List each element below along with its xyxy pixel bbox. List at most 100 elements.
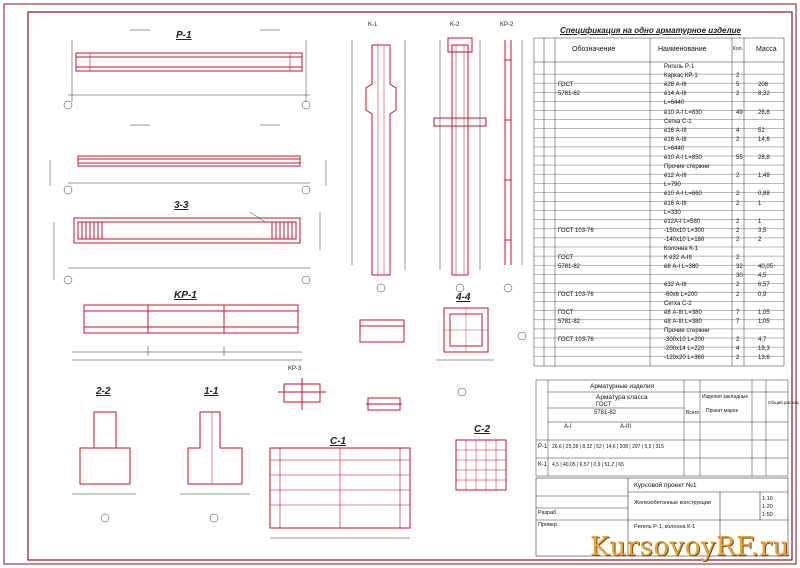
armature-a3: А-III (620, 424, 632, 430)
spec-row-oboz: ГОСТ 103-76 (558, 227, 594, 234)
armature-row-vals-1: 26,6 | 25,28 | 8,32 | 52 | 14,6 | 208 | … (552, 444, 664, 450)
spec-row-massa: 4,5 (758, 273, 767, 280)
armature-klass: Арматура класса (596, 394, 648, 401)
spec-row-oboz: 5781-82 (558, 318, 581, 325)
spec-row-naim: Сетка С-1 (664, 118, 692, 125)
spec-row-oboz: ГОСТ 103-76 (558, 291, 594, 298)
spec-row-massa: 1,05 (758, 318, 770, 325)
title-role-2: Провер. (538, 522, 559, 528)
spec-row-kol: 49 (736, 109, 743, 116)
spec-row-naim: -120х20 L=360 (664, 355, 705, 362)
spec-row-massa: 14,6 (758, 136, 770, 143)
spec-row-naim: Прочие стержни (664, 327, 710, 334)
spec-row-naim: Прочие стержни (664, 164, 710, 171)
spec-row-kol: 32 (736, 264, 743, 271)
spec-row-naim: L=6440 (664, 100, 685, 107)
spec-row-kol: 2 (736, 236, 740, 243)
view-title-1-1: 1-1 (204, 386, 219, 397)
spec-row-naim: ё10 А-I L=850 (664, 155, 702, 161)
spec-row-naim: L=6440 (664, 145, 685, 152)
beam-p1-view (75, 52, 303, 72)
armature-row-vals-2: 4,5 | 40,05 | 6,57 | 0,9 | 51,2 | 65 (552, 462, 624, 468)
armature-a1: А-I (564, 424, 572, 430)
spec-table-grid (533, 37, 785, 367)
armature-title: Арматурные изделия (590, 383, 655, 390)
spec-row-massa: 0,9 (758, 291, 767, 298)
title-scale-3: 1:50 (762, 512, 773, 518)
spec-row-kol: 2 (736, 227, 740, 234)
spec-header-naim: Наименование (658, 46, 707, 53)
spec-row-naim: -150х10 L=300 (664, 227, 705, 234)
watermark-logo: KursovoyRF.ru (590, 532, 790, 562)
column-k1-view (365, 44, 397, 276)
section-1-1-view (187, 411, 243, 485)
armature-rolled: Изделия закладные (702, 394, 749, 400)
spec-row-naim: Ригель Р-1 (664, 64, 695, 70)
armature-row-mark-2: К-1 (538, 462, 547, 468)
spec-row-massa: 2 (758, 236, 762, 243)
spec-row-kol: 4 (736, 127, 740, 134)
spec-row-naim: ё10 А-I L=830 (664, 109, 702, 116)
spec-row-kol: 2 (736, 282, 740, 289)
spec-row-kol: 2 (736, 73, 740, 80)
armature-gost-num: 5781-82 (594, 410, 617, 416)
spec-row-kol: 2 (736, 91, 740, 98)
spec-row-kol: 7 (736, 309, 740, 316)
spec-row-kol: 2 (736, 136, 740, 143)
view-title-3-3: 3-3 (174, 200, 189, 211)
spec-row-massa: 19,3 (758, 346, 770, 353)
column-k2-view (433, 37, 487, 276)
spec-header-massa: Масса (756, 46, 777, 53)
spec-row-naim: ё10 А-I L=660 (664, 191, 702, 198)
frame-kp1-view (83, 304, 299, 334)
title-note: Ригель Р-1, колонна К-1 (634, 524, 696, 530)
mesh-c1-view (269, 447, 411, 529)
spec-row-massa: 0,88 (758, 191, 770, 198)
spec-row-massa: 6,57 (758, 282, 770, 289)
spec-row-naim: L=790 (664, 182, 681, 189)
armature-rolled2: Прокат марок (706, 408, 738, 414)
armature-table-grid (535, 379, 789, 477)
view-title-c2: C-2 (474, 424, 491, 435)
spec-row-naim: Сетка С-2 (664, 300, 692, 307)
view-title-c1: C-1 (330, 436, 347, 447)
spec-row-kol: 2 (736, 173, 740, 180)
spec-row-naim: ё8 А-III L=380 (664, 309, 702, 316)
spec-row-kol: 4 (736, 346, 740, 353)
title-scale-1: 1:10 (762, 496, 773, 502)
spec-row-kol: 2 (736, 291, 740, 298)
spec-row-massa: 1 (758, 200, 762, 207)
spec-row-kol: 7 (736, 318, 740, 325)
spec-row-massa: 1,05 (758, 309, 770, 316)
armature-row-mark-1: Р-1 (538, 444, 548, 450)
spec-row-naim: ё16 А-III (664, 200, 687, 207)
spec-row-naim: ё28 А-III (664, 82, 687, 89)
spec-row-oboz: 5781-82 (558, 91, 581, 98)
spec-row-kol: 2 (736, 200, 740, 207)
spec-row-massa: 13,6 (758, 355, 770, 362)
spec-row-kol: 2 (736, 355, 740, 362)
spec-row-naim: Каркас КР-1 (664, 73, 698, 80)
title-subject: Железобетонные конструкции (634, 500, 711, 506)
spec-header-kol: Кол. (733, 46, 743, 52)
spec-row-massa: 208 (758, 82, 769, 89)
spec-row-massa: 3,5 (758, 227, 767, 234)
spec-row-naim: ё16 А-III (664, 136, 687, 143)
spec-row-naim: Колонна К-1 (664, 246, 699, 252)
view-title-kr2: KP-2 (500, 22, 514, 28)
spec-row-kol: 2 (736, 218, 740, 225)
spec-row-naim: К ё32 А-III (664, 255, 692, 262)
spec-row-naim: -300х10 L=200 (664, 337, 705, 343)
spec-row-naim: ё8 А-III L=380 (664, 318, 702, 325)
title-scale-2: 1:20 (762, 504, 773, 510)
spec-row-naim: -60х6 L=200 (664, 291, 698, 298)
spec-row-oboz: ГОСТ (558, 82, 574, 89)
title-role-1: Разраб. (538, 510, 558, 516)
spec-row-massa: 8,32 (758, 91, 770, 98)
spec-row-naim: L=330 (664, 209, 681, 216)
mesh-c2-view (455, 439, 507, 491)
spec-row-naim: ё16 А-III (664, 127, 687, 134)
spec-row-massa: 26,6 (758, 109, 770, 116)
spec-row-oboz: ГОСТ 103-76 (558, 337, 594, 343)
